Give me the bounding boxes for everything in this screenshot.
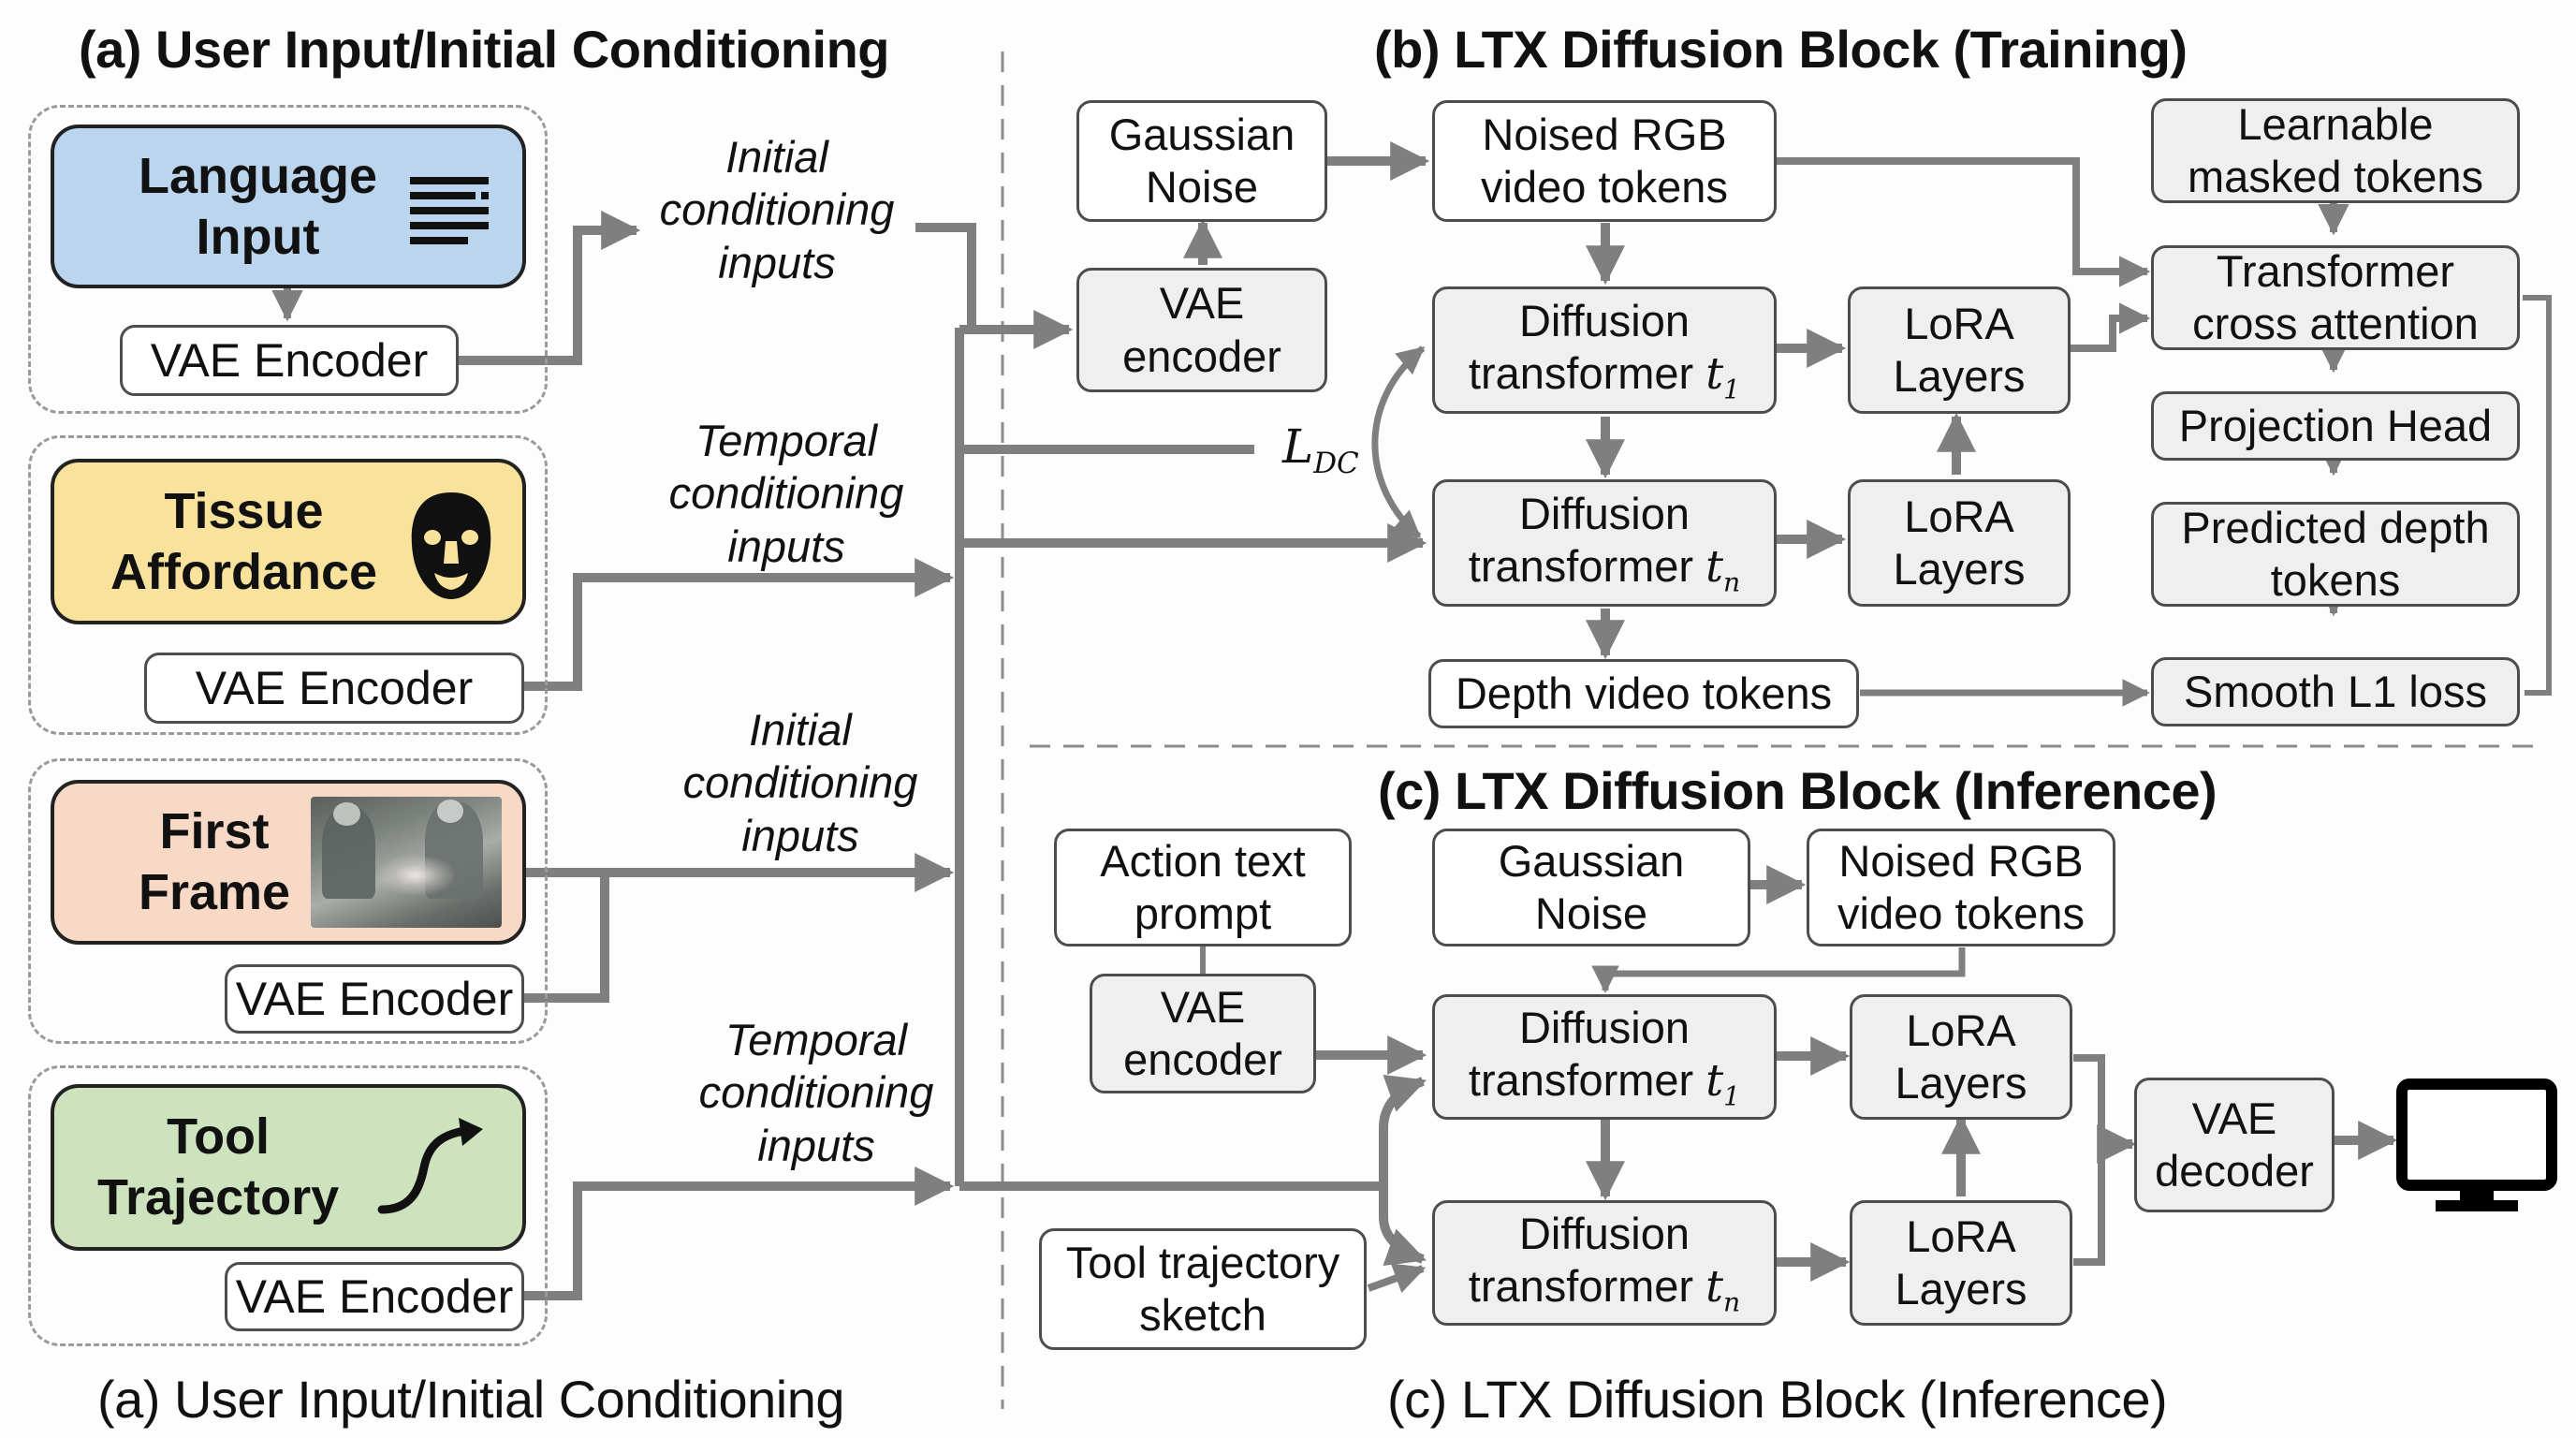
surgery-photo [311,797,502,928]
arrow-sketch-to-tn [1367,1263,1427,1294]
wire-initial-1-to-bus [915,223,976,330]
tissue-affordance-label: Tissue Affordance [110,482,378,600]
vae-encoder-first-frame: VAE Encoder [225,964,524,1034]
monitor-icon [2396,1078,2557,1211]
input-group-tissue [28,435,548,735]
arrow-ldc-curve [1371,345,1426,539]
arrow-language-encoder-out [459,211,641,365]
face-mask-icon [411,492,491,599]
flow-label-temporal-1: Temporal conditioning inputs [668,416,904,571]
flow-label-temporal-2: Temporal conditioning inputs [698,1015,934,1170]
tool-trajectory-label: Tool Trajectory [97,1108,340,1225]
tool-trajectory-card: Tool Trajectory [51,1084,526,1251]
arrow-tissue-encoder-out [524,558,955,691]
depth-video-tokens-box: Depth video tokens [1428,659,1859,728]
flow-label-initial-1: Initial conditioning inputs [659,132,895,287]
panel-c-title: (c) LTX Diffusion Block (Inference) [1378,761,2217,820]
flow-label-initial-2: Initial conditioning inputs [682,705,918,860]
arrow-noised-to-crossattn [1776,157,2151,287]
projection-head-box: Projection Head [2151,391,2520,461]
input-group-first-frame [28,758,548,1044]
panel-a-caption: (a) User Input/Initial Conditioning [97,1370,845,1429]
first-frame-card: First Frame [51,780,526,945]
language-input-card: Language Input [51,125,526,288]
panel-c-caption: (c) LTX Diffusion Block (Inference) [1387,1370,2168,1429]
language-input-label: Language Input [139,147,378,265]
wire-crossattn-loop [2523,295,2552,696]
panel-b-title: (b) LTX Diffusion Block (Training) [1374,20,2188,79]
wire-first-frame-encoder [524,873,609,1003]
smooth-l1-loss-box: Smooth L1 loss [2151,657,2520,726]
arrow-lora1-to-crossattn [2069,302,2151,352]
first-frame-label: First Frame [139,803,291,920]
arrow-tool-encoder-out [524,1167,955,1300]
curved-arrow-icon [377,1118,483,1214]
input-group-tool-trajectory [28,1065,548,1346]
panel-a-title: (a) User Input/Initial Conditioning [79,20,889,79]
vae-encoder-tissue: VAE Encoder [144,653,524,724]
text-lines-icon [410,177,489,244]
arrow-noised-to-t1-inf [1591,947,1966,993]
arrow-bus-to-t1-inf [1379,1074,1427,1186]
vae-encoder-tool-trajectory: VAE Encoder [225,1262,524,1331]
wire-lora-merge [2073,1054,2105,1266]
tissue-affordance-card: Tissue Affordance [51,459,526,624]
arrow-bus-to-tn-inf [1379,1186,1427,1267]
vae-encoder-language: VAE Encoder [120,325,459,396]
ldc-loss-label: LDC [1282,419,1359,480]
input-group-language [28,105,548,414]
